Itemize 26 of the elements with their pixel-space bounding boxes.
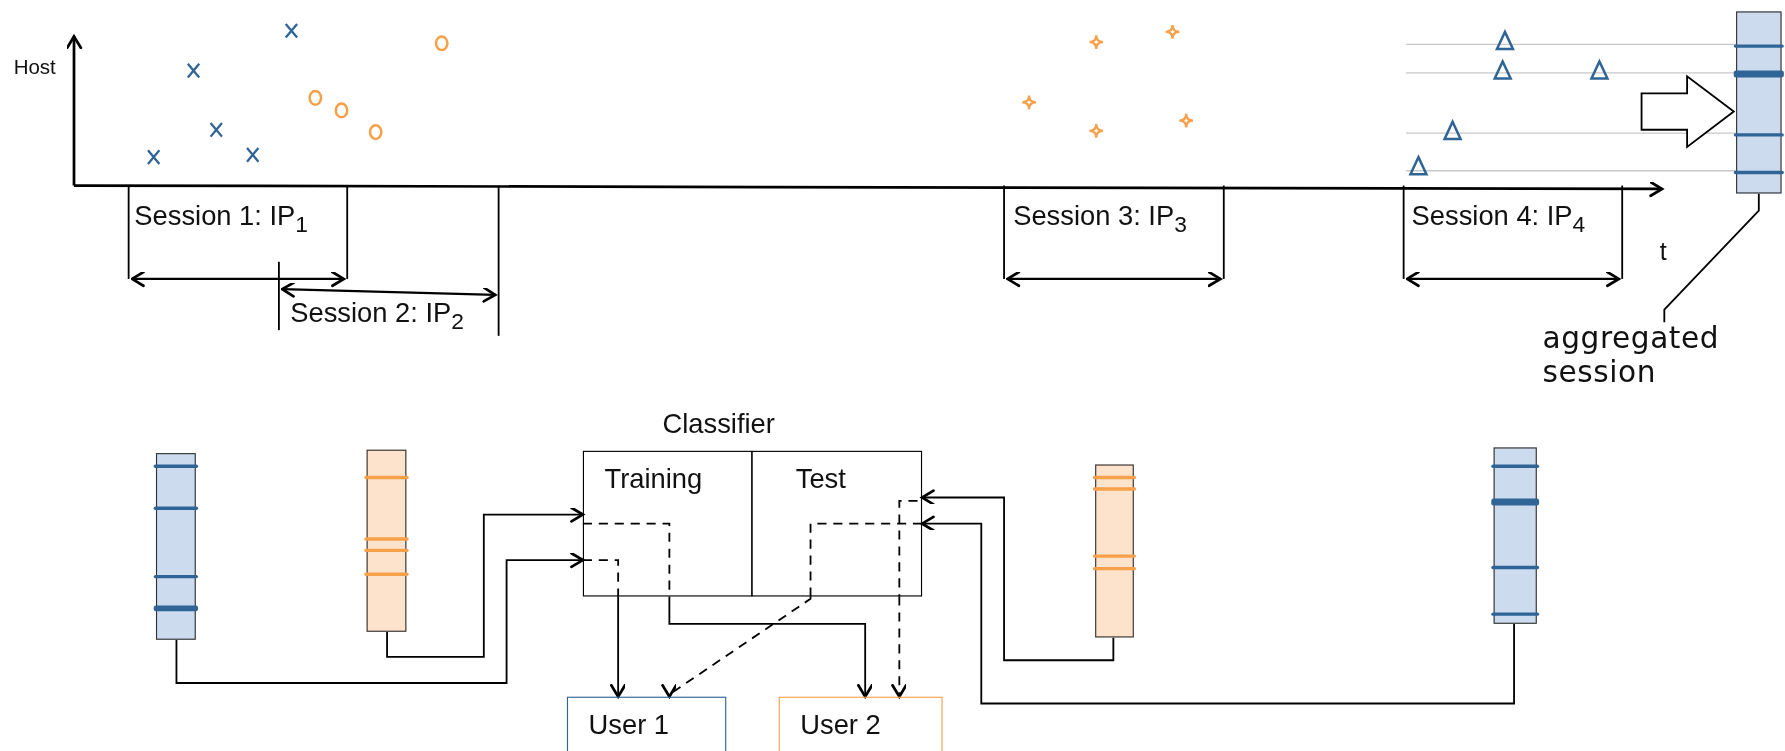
arrow: [668, 595, 874, 699]
session-bar: [366, 449, 407, 632]
block-arrow: [1640, 74, 1736, 149]
axis-label: Host: [13, 56, 56, 78]
session-label: Session 1: IP$_{1}$: [134, 202, 308, 236]
session-label: Session 2: IP$_{2}$: [290, 299, 464, 333]
caption-text: aggregated session: [1542, 322, 1737, 393]
arrow: [920, 489, 1115, 662]
box-label: Test: [795, 465, 846, 493]
session-label: Session 4: IP$_{4}$: [1411, 202, 1586, 236]
arrow: [609, 595, 627, 699]
session-bar: [1095, 464, 1134, 638]
classifier-heading: Classifier: [662, 409, 775, 438]
arrow: [661, 595, 812, 699]
leader-line: [1663, 192, 1760, 324]
box-label: Training: [604, 465, 703, 493]
arrow: [891, 595, 908, 699]
session-bar: [155, 453, 196, 640]
session-bar: [1493, 447, 1537, 624]
box-label: User 1: [588, 711, 669, 739]
session-bar: [1736, 11, 1782, 194]
session-label: Session 3: IP$_{3}$: [1013, 202, 1187, 236]
box-label: User 2: [800, 711, 881, 739]
axis-label: t: [1659, 239, 1667, 265]
arrow: [920, 515, 1515, 705]
arrow: [386, 506, 585, 658]
